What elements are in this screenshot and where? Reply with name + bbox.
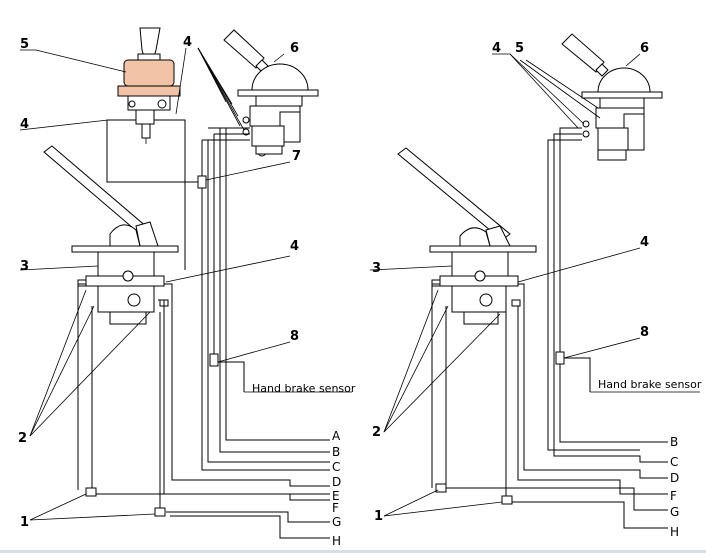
- right-port-g: G: [670, 505, 679, 519]
- right-sensor-label: Hand brake sensor: [598, 378, 702, 391]
- right-callout-4b: 4: [640, 235, 649, 250]
- right-diagram: 4 5 6 4 3 8 2 1 Hand brake sensor B C D …: [369, 33, 702, 539]
- left-handbrake-valve: [117, 27, 181, 144]
- left-sensor-label: Hand brake sensor: [252, 382, 356, 395]
- left-sensor-8: [209, 353, 219, 367]
- right-leader-lines: [369, 53, 641, 517]
- left-leader-lines: [19, 47, 291, 521]
- right-port-c: C: [670, 455, 678, 469]
- left-callout-7: 7: [292, 149, 301, 164]
- right-pipework: [431, 127, 668, 529]
- left-port-a: A: [332, 429, 341, 443]
- left-port-h: H: [332, 534, 341, 548]
- left-port-d: D: [332, 475, 341, 489]
- left-callout-8: 8: [290, 329, 299, 344]
- left-brake-valve-6: [223, 29, 319, 157]
- left-callout-5: 5: [20, 37, 29, 52]
- left-callout-6: 6: [290, 41, 299, 56]
- right-port-f: F: [670, 489, 677, 503]
- left-callout-2: 2: [18, 431, 27, 446]
- right-port-h: H: [670, 525, 679, 539]
- right-callout-1: 1: [374, 509, 383, 524]
- left-callout-4c: 4: [290, 239, 299, 254]
- left-diagram: 5 4 4 6 7 3 4 8 2 1 Hand brake sensor A …: [18, 27, 356, 548]
- right-callout-3: 3: [372, 261, 381, 276]
- bottom-divider: [0, 550, 706, 553]
- left-fitting-1b: [154, 507, 166, 517]
- right-callout-4a: 4: [492, 41, 501, 56]
- left-valve-body: [123, 59, 175, 87]
- left-port-g: G: [332, 515, 341, 529]
- right-brake-valve-6: [561, 33, 663, 161]
- left-pipework: [77, 120, 330, 539]
- left-fitting-1a: [85, 487, 97, 497]
- right-port-b: B: [670, 435, 678, 449]
- right-fitting-1a: [435, 483, 447, 493]
- left-port-c: C: [332, 460, 340, 474]
- left-callout-4b: 4: [20, 117, 29, 132]
- right-callout-8: 8: [640, 325, 649, 340]
- left-tee-7: [197, 175, 207, 189]
- right-callout-6: 6: [640, 41, 649, 56]
- right-callout-5: 5: [515, 41, 524, 56]
- left-callout-1: 1: [20, 515, 29, 530]
- left-callout-3: 3: [20, 259, 29, 274]
- left-pedal-assembly: [43, 145, 179, 325]
- right-pedal-assembly: [397, 147, 537, 325]
- left-port-e: E: [332, 489, 340, 503]
- right-port-d: D: [670, 471, 679, 485]
- left-port-f: F: [332, 501, 339, 515]
- right-callout-2: 2: [372, 425, 381, 440]
- left-port-b: B: [332, 445, 340, 459]
- left-callout-4a: 4: [183, 35, 192, 50]
- right-fitting-1b: [501, 495, 513, 505]
- right-sensor-8: [555, 351, 565, 365]
